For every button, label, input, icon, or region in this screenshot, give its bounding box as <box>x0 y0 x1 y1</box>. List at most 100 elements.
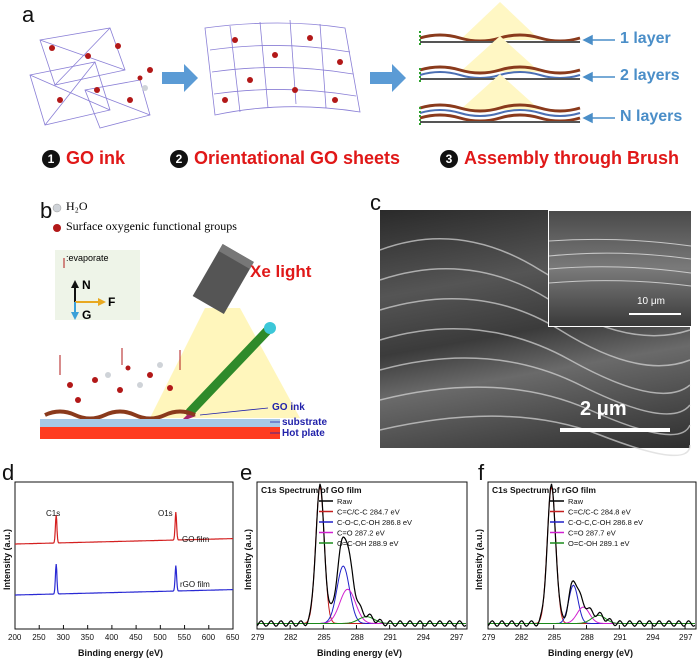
e-legend-label-3: C=O 287.2 eV <box>337 529 385 538</box>
xe-lamp <box>192 244 254 314</box>
step-2-number: 2 <box>170 150 188 169</box>
ticklabel-d-600: 600 <box>202 633 216 642</box>
ticklabel-d-400: 400 <box>105 633 119 642</box>
e-ticklabel-279: 279 <box>251 633 265 642</box>
ticklabel-d-350: 350 <box>81 633 95 642</box>
panel-e-letter: e <box>240 460 253 485</box>
f-ticklabel-282: 282 <box>515 633 529 642</box>
chart-f-ticks: 279 282 285 288 291 294 297 <box>482 625 693 642</box>
panel-b-letter: b <box>40 198 53 223</box>
axes-arrows <box>71 280 106 320</box>
step-3: 3 Assembly through Brush <box>440 148 679 169</box>
main-scale-bar <box>560 428 670 432</box>
ticklabel-d-250: 250 <box>32 633 46 642</box>
main-scale-label: 2 μm <box>580 398 627 420</box>
step-3-number: 3 <box>440 150 458 169</box>
panel-d-letter: d <box>2 460 15 485</box>
panel-c-letter: c <box>370 190 381 215</box>
f-ticklabel-291: 291 <box>613 633 627 642</box>
chart-f-frame <box>487 481 697 630</box>
inset-scale-label: 10 μm <box>637 296 665 307</box>
layer-films <box>419 2 581 123</box>
e-component-2 <box>257 565 466 624</box>
e-legend-label-1: C=C/C-C 284.7 eV <box>337 508 400 517</box>
e-ticklabel-294: 294 <box>417 633 431 642</box>
chart-e-frame <box>256 481 468 630</box>
film-label-rgo: rGO film <box>180 580 210 589</box>
evaporate-label: :evaporate <box>66 253 109 263</box>
e-ticklabel-291: 291 <box>384 633 398 642</box>
film-label-go: GO film <box>182 535 209 544</box>
chart-d-xlabel: Binding energy (eV) <box>78 648 163 658</box>
chart-e-ylabel: Intensity (a.u.) <box>243 529 253 590</box>
e-component-4 <box>257 616 466 624</box>
f-component-2 <box>488 584 695 624</box>
f-legend-label-2: C-O-C,C-OH 286.8 eV <box>568 518 643 527</box>
e-legend-label-2: C-O-C,C-OH 286.8 eV <box>337 518 412 527</box>
f-legend-label-4: O=C-OH 289.1 eV <box>568 539 630 548</box>
step-1-number: 1 <box>42 150 60 169</box>
ticklabel-d-650: 650 <box>226 633 240 642</box>
f-ticklabel-288: 288 <box>581 633 595 642</box>
axis-f: F <box>108 295 116 309</box>
sem-inset-lines <box>548 238 692 315</box>
layer-label-2: 2 layers <box>620 67 680 84</box>
panel-a-letter: a <box>22 2 35 27</box>
xe-light-label: Xe light <box>250 262 312 281</box>
hot-plate-label: Hot plate <box>282 428 325 439</box>
chart-e-xlabel: Binding energy (eV) <box>317 648 402 658</box>
chart-d-ylabel: Intensity (a.u.) <box>2 529 12 590</box>
f-ticklabel-297: 297 <box>679 633 693 642</box>
f-ticklabel-279: 279 <box>482 633 496 642</box>
panel-b-illustration <box>40 203 300 439</box>
layer-pointer-arrows <box>582 34 615 124</box>
chart-f-ylabel: Intensity (a.u.) <box>474 529 484 590</box>
axis-n: N <box>82 278 91 292</box>
chart-e-ticks: 279 282 285 288 291 294 297 <box>251 625 464 642</box>
e-legend-label-0: Raw <box>337 497 353 506</box>
ticklabel-d-550: 550 <box>178 633 192 642</box>
series-rgo-film <box>15 563 233 596</box>
chart-f-xlabel: Binding energy (eV) <box>548 648 633 658</box>
panel-a-illustration <box>29 2 615 129</box>
ticklabel-d-300: 300 <box>56 633 70 642</box>
f-ticklabel-285: 285 <box>548 633 562 642</box>
chart-f-series <box>487 483 696 628</box>
step-1: 1 GO ink <box>42 148 125 169</box>
e-ticklabel-285: 285 <box>317 633 331 642</box>
f-component-4 <box>488 614 695 624</box>
legend-water: H₂O <box>66 199 88 213</box>
f-raw <box>487 483 696 628</box>
f-ticklabel-294: 294 <box>646 633 660 642</box>
ticklabel-d-200: 200 <box>8 633 22 642</box>
peak-label-c1s: C1s <box>46 509 60 518</box>
chart-f-title: C1s Spectrum of rGO film <box>492 485 596 495</box>
e-ticklabel-282: 282 <box>284 633 298 642</box>
go-ink-sheets <box>29 27 151 129</box>
e-ticklabel-288: 288 <box>350 633 364 642</box>
arrow-2 <box>370 64 406 92</box>
step-3-label: Assembly through Brush <box>464 148 680 168</box>
layer-label-n: N layers <box>620 108 683 125</box>
oxygen-dots-a <box>49 43 153 103</box>
chart-d-frame <box>14 481 234 630</box>
series-go-film <box>15 511 233 545</box>
sem-image: 10 μm 2 μm <box>379 210 692 457</box>
oxygen-dots-b <box>222 35 343 103</box>
droplets <box>67 365 173 403</box>
step-1-label: GO ink <box>66 148 126 168</box>
e-ticklabel-297: 297 <box>450 633 464 642</box>
e-raw <box>256 483 467 628</box>
chart-e-series <box>256 483 467 628</box>
arrow-1 <box>162 64 198 92</box>
chart-e-title: C1s Spectrum of GO film <box>261 485 362 495</box>
go-ink-label: GO ink <box>272 402 305 413</box>
f-legend-label-1: C=C/C-C 284.8 eV <box>568 508 631 517</box>
